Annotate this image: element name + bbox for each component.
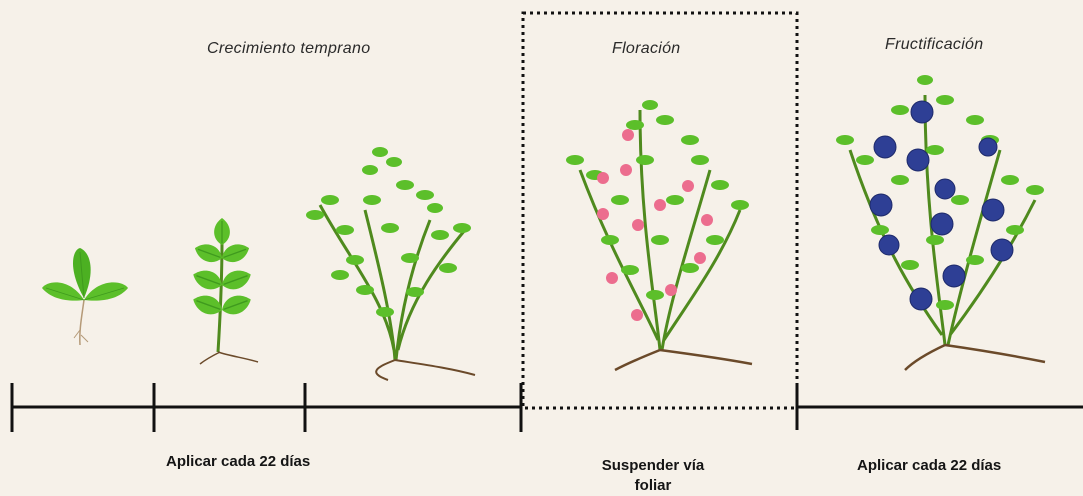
instruction-flowering-line2: foliar [588,476,718,496]
seedling-icon [42,248,128,345]
instruction-flowering: Suspender vía foliar [588,456,718,496]
stage-label-early-growth: Crecimiento temprano [207,40,370,58]
young-plant-icon [190,218,258,364]
stage-label-fruiting: Fructificación [885,36,983,54]
flowering-bush-icon [566,100,752,370]
instruction-early: Aplicar cada 22 días [166,452,310,472]
fruiting-bush-icon [836,75,1045,370]
instruction-flowering-line1: Suspender vía [588,456,718,476]
growing-bush-icon [306,147,475,380]
stage-label-flowering: Floración [612,40,681,58]
instruction-fruiting: Aplicar cada 22 días [857,456,1001,476]
